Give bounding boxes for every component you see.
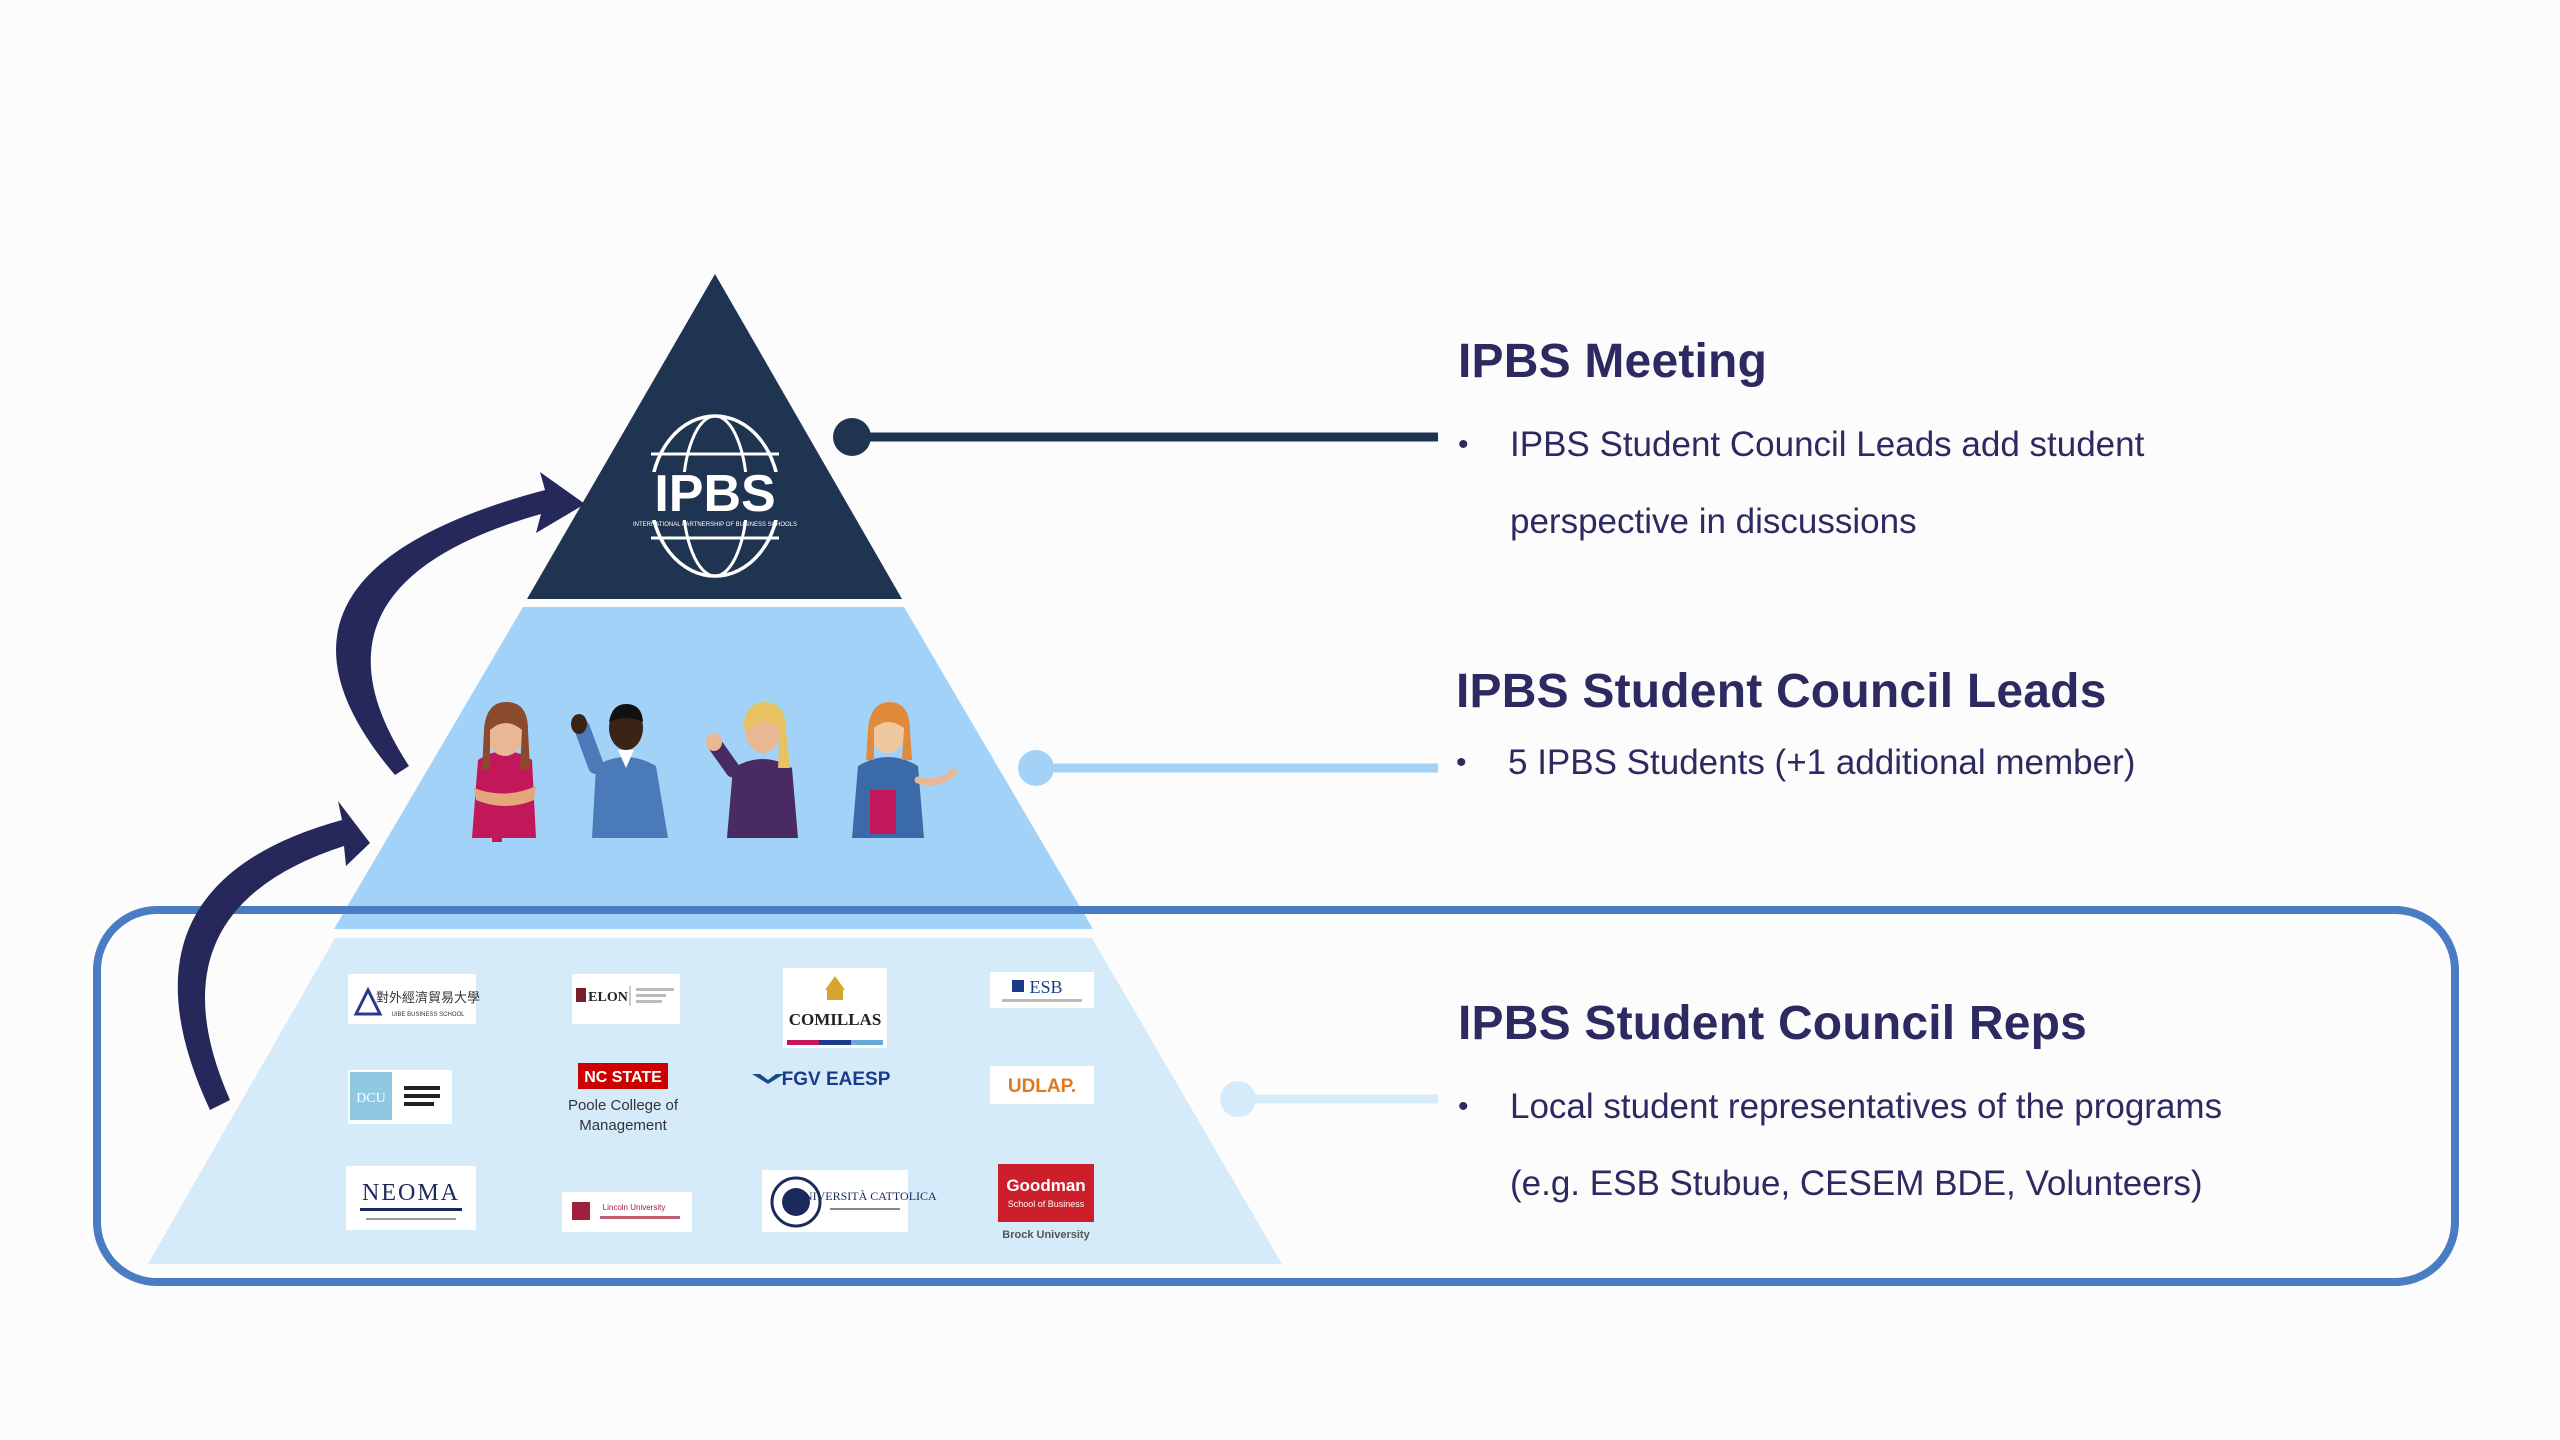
bullet-text: Local student representatives of the pro…: [1510, 1087, 2223, 1203]
connector-dot-meeting: [833, 418, 871, 456]
student-figure-icon: [706, 702, 798, 838]
school-logo-neoma: NEOMA: [346, 1166, 476, 1230]
level-title-reps: IPBS Student Council Reps: [1458, 997, 2088, 1050]
school-logo-cattolica: UNIVERSITÀ CATTOLICA: [762, 1170, 937, 1232]
school-logo-grid: 對外經濟貿易大學 UIBE BUSINESS SCHOOL ELON COMIL…: [346, 968, 1094, 1241]
pyramid-tier-reps: [148, 938, 1282, 1264]
connector-dot-reps: [1220, 1081, 1256, 1117]
pyramid-tier-leads: [334, 607, 1093, 929]
student-figure-icon: [571, 704, 668, 838]
bullet-marker: •: [1458, 1090, 1469, 1123]
connector-dot-leads: [1018, 750, 1054, 786]
bullet-text: 5 IPBS Students (+1 additional member): [1508, 743, 2136, 782]
school-logo-nc-state: NC STATE Poole College of Management: [568, 1063, 679, 1134]
school-logo-esb: ESB: [990, 972, 1094, 1008]
svg-text:UNIVERSITÀ CATTOLICA: UNIVERSITÀ CATTOLICA: [795, 1189, 937, 1203]
level-leads: IPBS Student Council Leads • 5 IPBS Stud…: [1456, 662, 2506, 801]
svg-text:Management: Management: [579, 1117, 667, 1134]
level-bullet-leads: • 5 IPBS Students (+1 additional member): [1456, 724, 2506, 801]
level-meeting: IPBS Meeting • IPBS Student Council Lead…: [1458, 332, 2508, 560]
svg-text:DCU: DCU: [356, 1091, 386, 1106]
bullet-marker: •: [1456, 746, 1467, 779]
svg-text:UDLAP.: UDLAP.: [1008, 1076, 1076, 1097]
svg-text:ELON: ELON: [588, 990, 628, 1005]
level-reps: IPBS Student Council Reps • Local studen…: [1458, 994, 2508, 1222]
school-logo-udlap: UDLAP.: [990, 1066, 1094, 1104]
level-title-meeting: IPBS Meeting: [1458, 335, 1768, 388]
level-bullet-meeting: • IPBS Student Council Leads add student…: [1458, 406, 2508, 560]
school-logo-dcu: DCU: [348, 1070, 452, 1124]
school-logo-elon: ELON: [572, 974, 680, 1024]
reps-highlight-frame: [93, 906, 2459, 1286]
ipbs-logo: IPBS INTERNATIONAL PARTNERSHIP OF BUSINE…: [615, 414, 815, 578]
school-logo-goodman: Goodman School of Business Brock Univers…: [998, 1164, 1094, 1241]
school-logo-lincoln: Lincoln University: [562, 1192, 692, 1232]
level-bullet-reps: • Local student representatives of the p…: [1458, 1068, 2508, 1222]
svg-text:對外經濟貿易大學: 對外經濟貿易大學: [376, 990, 480, 1005]
bullet-marker: •: [1458, 428, 1469, 461]
student-figure-icon: [852, 702, 958, 838]
svg-text:UIBE BUSINESS SCHOOL: UIBE BUSINESS SCHOOL: [391, 1012, 465, 1018]
svg-text:NC STATE: NC STATE: [584, 1069, 662, 1086]
svg-text:COMILLAS: COMILLAS: [789, 1010, 882, 1029]
svg-text:Poole College of: Poole College of: [568, 1097, 679, 1114]
level-title-leads: IPBS Student Council Leads: [1456, 665, 2107, 718]
school-logo-comillas: COMILLAS: [783, 968, 887, 1048]
escalation-arrow-icon: [336, 472, 585, 775]
svg-text:NEOMA: NEOMA: [362, 1180, 460, 1206]
ipbs-logo-wordmark: IPBS: [654, 465, 775, 523]
svg-text:Goodman: Goodman: [1006, 1176, 1085, 1195]
ipbs-logo-tagline: INTERNATIONAL PARTNERSHIP OF BUSINESS SC…: [633, 522, 797, 528]
svg-text:Brock University: Brock University: [1002, 1229, 1090, 1241]
svg-text:FGV EAESP: FGV EAESP: [782, 1069, 891, 1090]
svg-text:Lincoln University: Lincoln University: [603, 1203, 666, 1212]
escalation-arrow-icon: [177, 801, 370, 1110]
bullet-text: IPBS Student Council Leads add student p…: [1510, 425, 2145, 541]
svg-text:ESB: ESB: [1029, 977, 1062, 997]
school-logo-uibe: 對外經濟貿易大學 UIBE BUSINESS SCHOOL: [348, 974, 480, 1024]
student-figure-icon: [472, 702, 536, 842]
svg-text:School of Business: School of Business: [1008, 1199, 1085, 1209]
school-logo-fgv: FGV EAESP: [752, 1069, 891, 1090]
